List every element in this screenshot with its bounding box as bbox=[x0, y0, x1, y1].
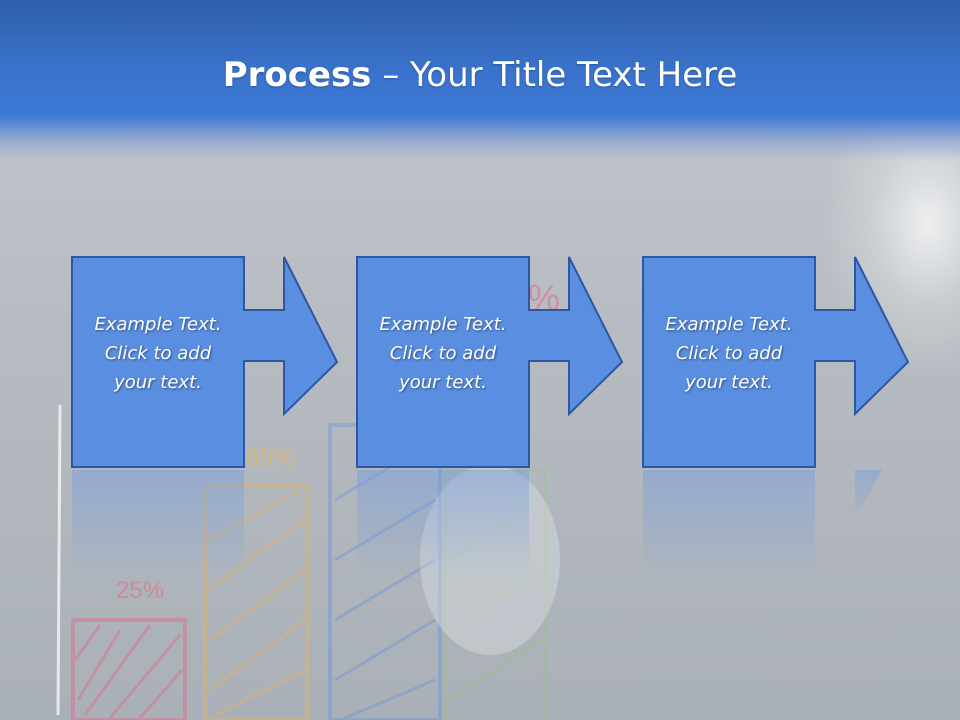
step-text[interactable]: Example Text. Click to add your text. bbox=[94, 314, 222, 393]
arrow-box-shape bbox=[356, 256, 624, 468]
title-bold-part: Process bbox=[222, 55, 372, 95]
step-text[interactable]: Example Text. Click to add your text. bbox=[665, 314, 793, 393]
label-65-percent: 65% bbox=[246, 444, 294, 471]
title-rest-part: – Your Title Text Here bbox=[371, 55, 738, 95]
step-text[interactable]: Example Text. Click to add your text. bbox=[379, 314, 507, 393]
title-band bbox=[0, 0, 960, 160]
arrow-box-shape bbox=[71, 256, 339, 468]
chart-axis-line bbox=[56, 404, 62, 716]
step-reflection bbox=[357, 470, 529, 580]
slide-title[interactable]: Process – Your Title Text Here bbox=[0, 52, 960, 98]
step-reflection bbox=[643, 470, 882, 580]
bar-pink bbox=[71, 618, 187, 720]
label-25-percent: 25% bbox=[116, 577, 164, 604]
step-reflection bbox=[72, 470, 244, 580]
arrow-box-shape bbox=[642, 256, 910, 468]
bar-orange bbox=[203, 483, 309, 720]
